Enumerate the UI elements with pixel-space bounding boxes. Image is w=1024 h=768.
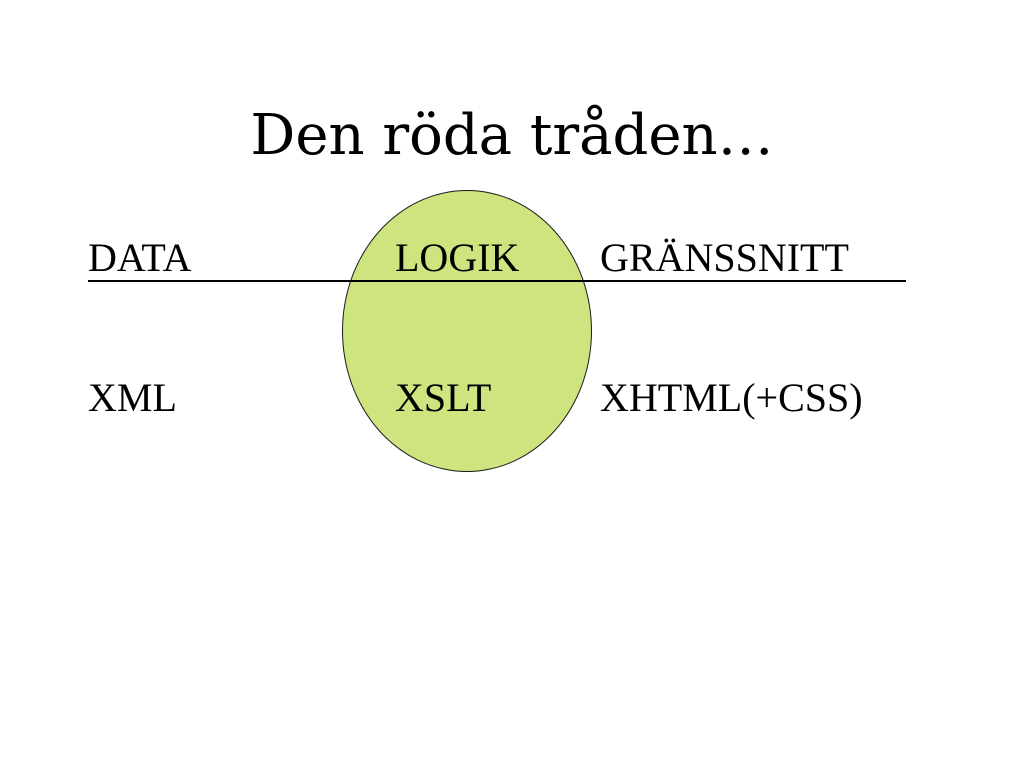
- header-logic: LOGIK: [395, 235, 520, 280]
- header-data: DATA: [88, 235, 192, 280]
- tech-interface: XHTML(+CSS): [600, 375, 863, 420]
- tech-logic: XSLT: [395, 375, 492, 420]
- logic-highlight-ellipse: [342, 190, 592, 472]
- slide-title: Den röda tråden…: [250, 103, 774, 168]
- tech-data: XML: [88, 375, 177, 420]
- header-underline: [88, 280, 906, 282]
- header-interface: GRÄNSSNITT: [600, 235, 849, 280]
